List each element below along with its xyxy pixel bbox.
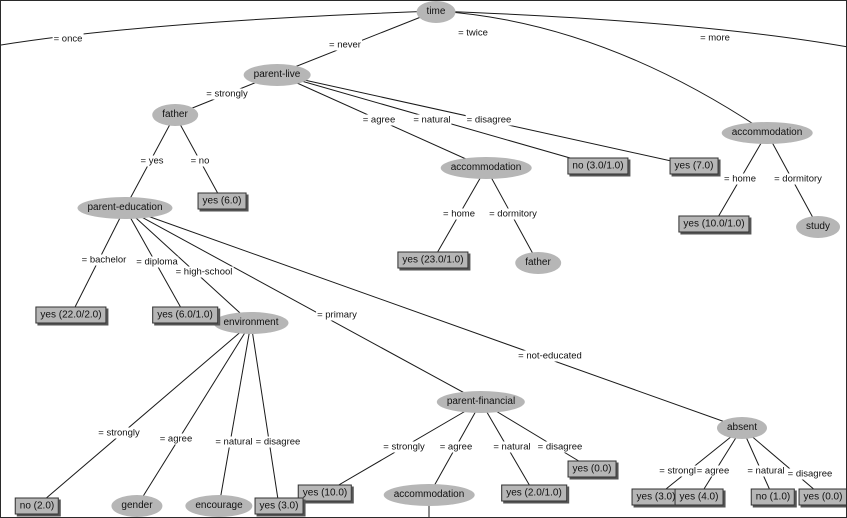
node-father[interactable]: father (515, 252, 561, 274)
edge-ab-disagree (741, 427, 824, 498)
edge-label-no: = no (189, 155, 211, 167)
edge-pe-highschool (124, 207, 252, 324)
edge-label-strongly: = strongly (97, 427, 141, 439)
leaf-node[interactable]: yes (0.0) (567, 460, 617, 478)
edge-label-disagree: = disagree (254, 436, 302, 448)
node-father[interactable]: father (152, 104, 198, 126)
edge-label-agree: = agree (695, 465, 731, 477)
edge-label-natural: = natural (412, 114, 452, 126)
edge-label-natural: = natural (492, 441, 532, 453)
edge-pe-primary (124, 207, 482, 403)
edge-label-strongly: = strongly (205, 88, 249, 100)
leaf-node[interactable]: yes (22.0/2.0) (35, 306, 107, 324)
leaf-node[interactable]: no (1.0) (750, 488, 796, 506)
edge-label-more: = more (699, 32, 731, 44)
edge-env-disagree (250, 322, 280, 507)
edge-time-more (435, 10, 846, 48)
node-study[interactable]: study (796, 216, 840, 238)
leaf-node[interactable]: yes (10.0/1.0) (678, 215, 750, 233)
edge-ab-natural (741, 427, 774, 498)
edge-env-agree (136, 322, 252, 507)
leaf-node[interactable]: yes (3.0) (631, 488, 681, 506)
edge-label-strongly: = strongly (658, 465, 702, 477)
edge-ab-agree (698, 427, 743, 498)
leaf-node[interactable]: yes (7.0) (669, 157, 719, 175)
edge-pf-disagree (480, 401, 593, 470)
edge-label-disagree: = disagree (786, 468, 834, 480)
edge-label-disagree: = disagree (465, 114, 513, 126)
edge-label-agree: = agree (438, 441, 474, 453)
edge-label-once: = once (52, 33, 84, 45)
edge-env-strongly (36, 322, 252, 507)
leaf-node[interactable]: yes (3.0) (254, 497, 304, 515)
edge-time-twice (435, 10, 768, 134)
edge-label-home: = home (442, 208, 476, 220)
edge-label-disagree: = disagree (536, 441, 584, 453)
edge-label-never: = never (328, 39, 362, 51)
edge-label-high-school: = high-school (174, 266, 234, 278)
edge-label-natural: = natural (214, 436, 254, 448)
edge-label-primary: = primary (316, 309, 358, 321)
node-accommodation[interactable]: accommodation (721, 122, 813, 144)
edge-label-natural: = natural (746, 465, 786, 477)
edge-label-strongly: = strongly (382, 441, 426, 453)
leaf-node[interactable]: no (2.0) (14, 497, 60, 515)
leaf-node[interactable]: yes (6.0) (197, 192, 247, 210)
leaf-node[interactable]: yes (0.0) (798, 488, 846, 506)
edge-label-bachelor: = bachelor (80, 254, 128, 266)
leaf-node[interactable]: no (3.0/1.0) (567, 157, 629, 175)
leaf-node[interactable]: yes (2.0/1.0) (501, 484, 567, 502)
edge-env-natural (218, 322, 252, 507)
node-parent-live[interactable]: parent-live (243, 64, 311, 86)
edge-ab-strongly (655, 427, 743, 498)
node-encourage[interactable]: encourage (185, 495, 253, 517)
leaf-node[interactable]: yes (6.0/1.0) (152, 306, 218, 324)
edge-label-dormitory: = dormitory (488, 208, 538, 220)
edge-label-agree: = agree (361, 114, 397, 126)
edge-time-once (1, 10, 437, 46)
edge-label-home: = home (723, 173, 757, 185)
node-absent[interactable]: absent (716, 417, 768, 439)
leaf-node[interactable]: yes (23.0/1.0) (397, 251, 469, 269)
leaf-node[interactable]: yes (4.0) (674, 488, 724, 506)
node-parent-education[interactable]: parent-education (77, 197, 173, 219)
node-accommodation[interactable]: accommodation (383, 484, 475, 506)
node-gender[interactable]: gender (111, 495, 163, 517)
node-accommodation[interactable]: accommodation (440, 157, 532, 179)
edge-label-yes: = yes (139, 155, 165, 167)
edge-label-agree: = agree (158, 433, 194, 445)
node-time[interactable]: time (416, 1, 456, 23)
edge-label-dormitory: = dormitory (773, 173, 823, 185)
edge-label-twice: = twice (457, 27, 489, 39)
edge-label-not-educated: = not-educated (517, 350, 583, 362)
leaf-node[interactable]: yes (10.0) (297, 484, 353, 502)
node-environment[interactable]: environment (213, 312, 289, 334)
edge-pe-noteducated (124, 207, 743, 429)
node-parent-financial[interactable]: parent-financial (436, 391, 526, 413)
edge-label-diploma: = diploma (135, 256, 179, 268)
